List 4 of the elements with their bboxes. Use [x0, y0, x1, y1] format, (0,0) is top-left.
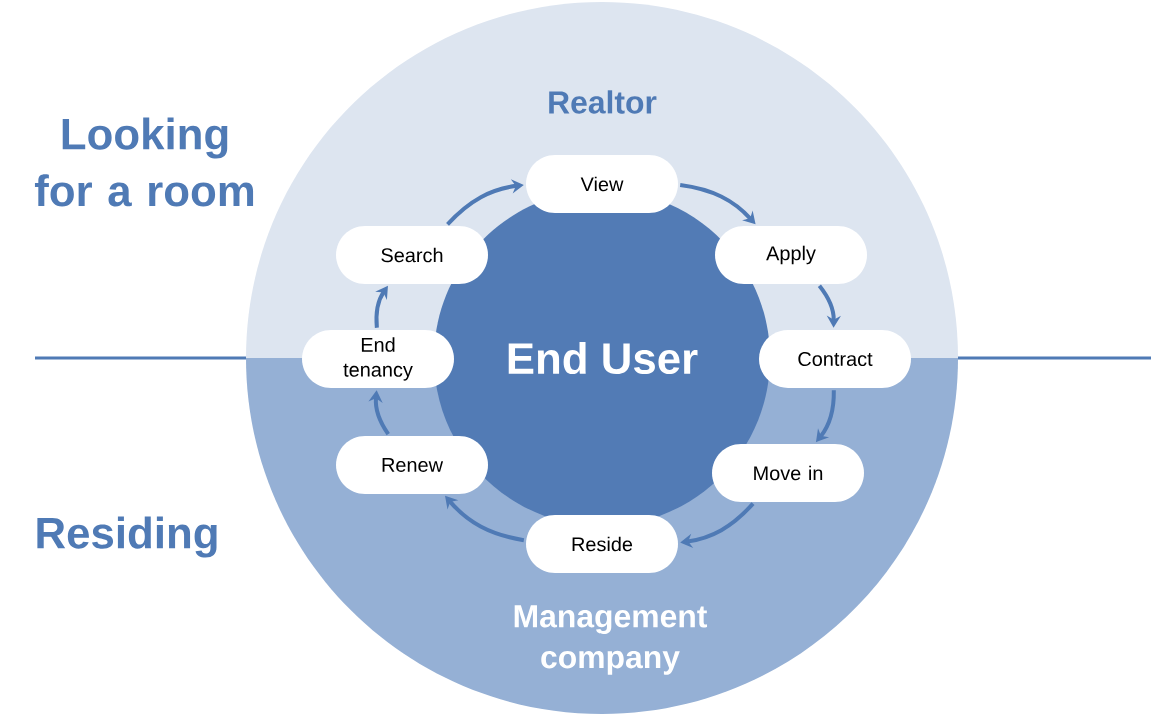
- section-heading: Residing: [37, 516, 217, 558]
- band-label: Management company: [514, 605, 708, 675]
- band-label: Realtor: [549, 90, 657, 114]
- section-heading: Looking for a room: [34, 117, 254, 207]
